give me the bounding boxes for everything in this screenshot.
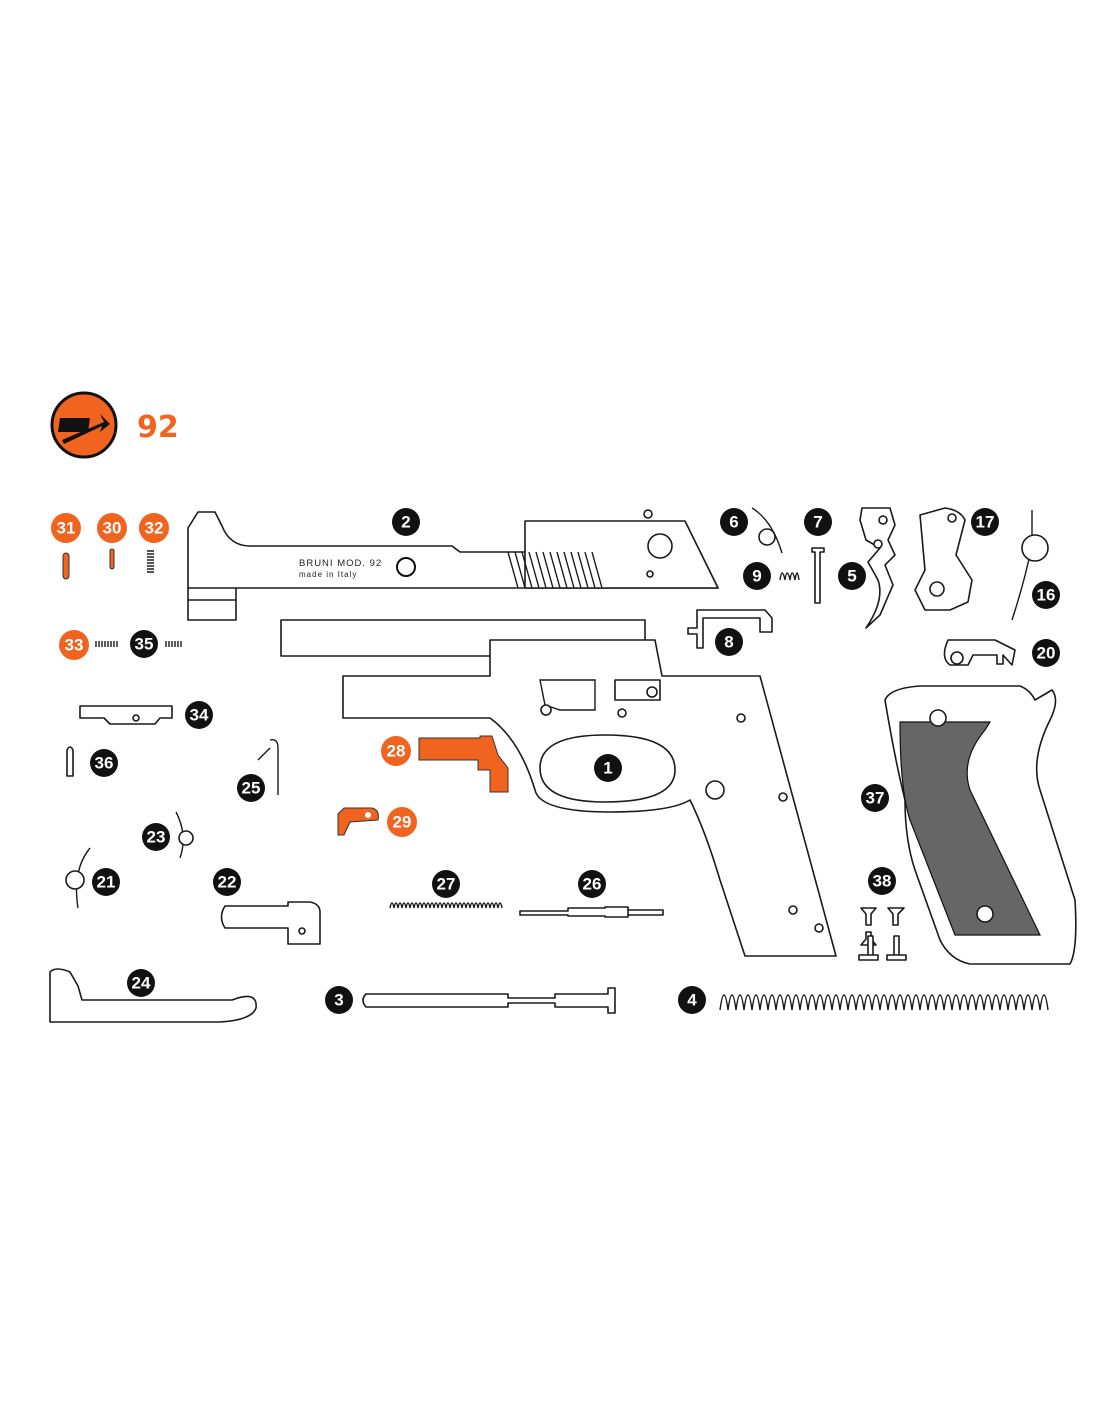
orange-pins [62,548,182,647]
callout-6[interactable]: 6 [720,508,748,536]
part-26 [519,906,664,918]
callout-8[interactable]: 8 [715,628,743,656]
callout-31[interactable]: 31 [51,513,81,543]
callout-35[interactable]: 35 [130,630,158,658]
svg-text:37: 37 [866,789,885,808]
part-6 [751,507,783,554]
part-22 [220,901,321,945]
svg-text:33: 33 [65,636,84,655]
part-slide: BRUNI MOD. 92 made in Italy [187,509,719,621]
part-23 [175,811,194,859]
model-title: 92 [137,410,179,445]
svg-text:26: 26 [583,875,602,894]
svg-text:24: 24 [132,974,151,993]
callout-1[interactable]: 1 [594,754,622,782]
callout-23[interactable]: 23 [142,823,170,851]
part-8 [687,609,773,649]
callout-5[interactable]: 5 [838,562,866,590]
svg-text:7: 7 [813,513,822,532]
callout-22[interactable]: 22 [213,868,241,896]
svg-text:2: 2 [401,513,410,532]
svg-text:38: 38 [873,872,892,891]
svg-text:8: 8 [724,633,733,652]
svg-text:4: 4 [687,991,697,1010]
callout-21[interactable]: 21 [92,868,120,896]
bbm-logo [50,391,118,459]
svg-text:1: 1 [603,759,612,778]
svg-text:21: 21 [97,873,116,892]
callout-38[interactable]: 38 [868,867,896,895]
part-29 [337,807,379,836]
part-37-grip [884,685,1077,965]
svg-text:6: 6 [729,513,738,532]
callout-9[interactable]: 9 [743,562,771,590]
svg-text:3: 3 [334,991,343,1010]
slide-marking-model: BRUNI MOD. 92 [299,558,382,569]
callout-32[interactable]: 32 [139,513,169,543]
part-34 [79,705,173,725]
part-5-trigger [859,507,896,629]
callout-27[interactable]: 27 [432,870,460,898]
part-24 [49,968,257,1023]
callout-37[interactable]: 37 [861,784,889,812]
callout-26[interactable]: 26 [578,870,606,898]
part-38-screws [858,907,907,961]
part-3-guide-rod [362,987,616,1014]
svg-text:32: 32 [145,519,164,538]
svg-text:22: 22 [218,873,237,892]
svg-text:25: 25 [242,779,261,798]
svg-text:28: 28 [387,742,406,761]
svg-text:20: 20 [1037,644,1056,663]
svg-text:36: 36 [95,754,114,773]
callout-24[interactable]: 24 [127,969,155,997]
part-17-hammer [914,507,973,611]
callout-33[interactable]: 33 [59,630,89,660]
part-27-spring [389,902,503,909]
callout-3[interactable]: 3 [325,986,353,1014]
part-9-spring [779,572,800,581]
svg-text:9: 9 [752,567,761,586]
callout-29[interactable]: 29 [387,807,417,837]
svg-text:17: 17 [976,513,995,532]
part-36 [66,746,74,777]
callout-36[interactable]: 36 [90,749,118,777]
callout-2[interactable]: 2 [392,508,420,536]
callout-7[interactable]: 7 [804,508,832,536]
svg-text:16: 16 [1037,586,1056,605]
svg-text:35: 35 [135,635,154,654]
part-25 [257,738,279,795]
callout-20[interactable]: 20 [1032,639,1060,667]
part-7-pin [811,547,825,604]
svg-text:30: 30 [103,519,122,538]
part-frame [342,639,837,957]
part-28 [418,735,509,793]
svg-text:34: 34 [190,706,209,725]
part-4-recoil-spring [719,994,1049,1011]
callout-25[interactable]: 25 [237,774,265,802]
svg-text:27: 27 [437,875,456,894]
callout-16[interactable]: 16 [1032,581,1060,609]
svg-text:29: 29 [393,813,412,832]
callout-30[interactable]: 30 [97,513,127,543]
callout-28[interactable]: 28 [381,736,411,766]
svg-text:23: 23 [147,828,166,847]
part-21 [65,847,91,909]
svg-text:31: 31 [57,519,76,538]
part-16 [1011,510,1049,621]
slide-marking-origin: made in Italy [299,570,357,579]
svg-text:5: 5 [847,567,856,586]
callout-34[interactable]: 34 [185,701,213,729]
callout-4[interactable]: 4 [678,986,706,1014]
callout-17[interactable]: 17 [971,508,999,536]
